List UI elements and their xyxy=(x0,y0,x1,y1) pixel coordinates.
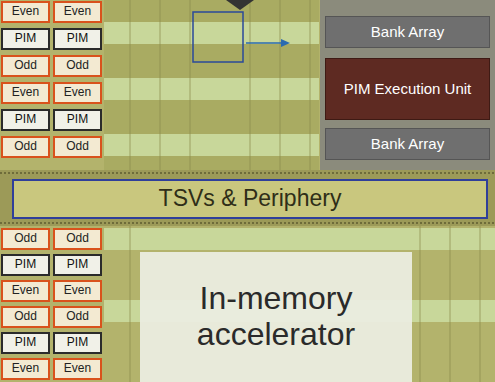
node-label: Even xyxy=(64,5,91,18)
node-label: Bank Array xyxy=(371,24,444,41)
node-label: Odd xyxy=(14,140,37,153)
bank-cell: Odd xyxy=(53,228,102,250)
node-label: PIM Execution Unit xyxy=(344,81,472,98)
pim-stripe xyxy=(104,22,319,44)
pim-stripe xyxy=(104,228,495,250)
node-label: PIM xyxy=(67,32,88,45)
tsv-row xyxy=(0,172,495,174)
bank-cell: Even xyxy=(1,280,50,302)
bank-cell: Even xyxy=(1,82,50,104)
pim-cell: PIM xyxy=(1,28,50,50)
tsv-row xyxy=(0,222,495,224)
node-label: Even xyxy=(12,5,39,18)
periphery-band: TSVs & Periphery xyxy=(12,179,488,219)
zoom-arrowhead xyxy=(281,39,290,47)
pim-cell: PIM xyxy=(53,332,102,354)
bank-cell: Odd xyxy=(1,136,50,158)
node-label: In-memory accelerator xyxy=(144,281,408,353)
pim-cell: PIM xyxy=(53,109,102,131)
bank-cell: Even xyxy=(53,1,102,23)
node-label: PIM xyxy=(15,336,36,349)
zoom-square xyxy=(193,12,243,62)
node-label: Even xyxy=(12,284,39,297)
pim-cell: PIM xyxy=(53,28,102,50)
node-label: Odd xyxy=(14,232,37,245)
bank-cell: Odd xyxy=(53,55,102,77)
node-label: Even xyxy=(12,362,39,375)
bank-cell: Even xyxy=(53,280,102,302)
node-label: Odd xyxy=(66,310,89,323)
bank-area xyxy=(104,0,319,170)
node-label: Odd xyxy=(66,232,89,245)
node-label: PIM xyxy=(15,258,36,271)
node-label: Odd xyxy=(66,59,89,72)
node-label: PIM xyxy=(15,32,36,45)
pointer-arrowhead xyxy=(226,0,254,10)
bank-cell: Odd xyxy=(53,306,102,328)
bank-cell: Even xyxy=(53,358,102,380)
bank-cell: Odd xyxy=(1,55,50,77)
node-label: Bank Array xyxy=(371,136,444,153)
pim-cell: PIM xyxy=(1,254,50,276)
bank-array-box: Bank Array xyxy=(325,16,490,48)
node-label: Even xyxy=(64,362,91,375)
bank-cell: Odd xyxy=(1,306,50,328)
bank-cell: Odd xyxy=(53,136,102,158)
node-label: Even xyxy=(64,284,91,297)
pim-stripe xyxy=(104,134,319,156)
pim-stripe xyxy=(104,78,319,100)
node-label: Odd xyxy=(14,310,37,323)
node-label: PIM xyxy=(67,113,88,126)
bank-cell: Even xyxy=(53,82,102,104)
pim-cell: PIM xyxy=(1,332,50,354)
node-label: PIM xyxy=(15,113,36,126)
node-label: TSVs & Periphery xyxy=(159,186,342,212)
node-label: Odd xyxy=(66,140,89,153)
pim-cell: PIM xyxy=(53,254,102,276)
periphery-strip xyxy=(0,170,495,226)
node-label: Even xyxy=(12,86,39,99)
bank-cell: Even xyxy=(1,1,50,23)
execution-unit-box: PIM Execution Unit xyxy=(325,58,490,120)
bank-cell: Even xyxy=(1,358,50,380)
bank-array-box: Bank Array xyxy=(325,128,490,160)
node-label: Even xyxy=(64,86,91,99)
bank-region xyxy=(320,0,495,170)
zoom-arrow xyxy=(246,42,284,44)
pim-cell: PIM xyxy=(1,109,50,131)
bank-cell: Odd xyxy=(1,228,50,250)
node-label: PIM xyxy=(67,258,88,271)
caption-box: In-memory accelerator xyxy=(140,252,412,382)
node-label: Odd xyxy=(14,59,37,72)
node-label: PIM xyxy=(67,336,88,349)
